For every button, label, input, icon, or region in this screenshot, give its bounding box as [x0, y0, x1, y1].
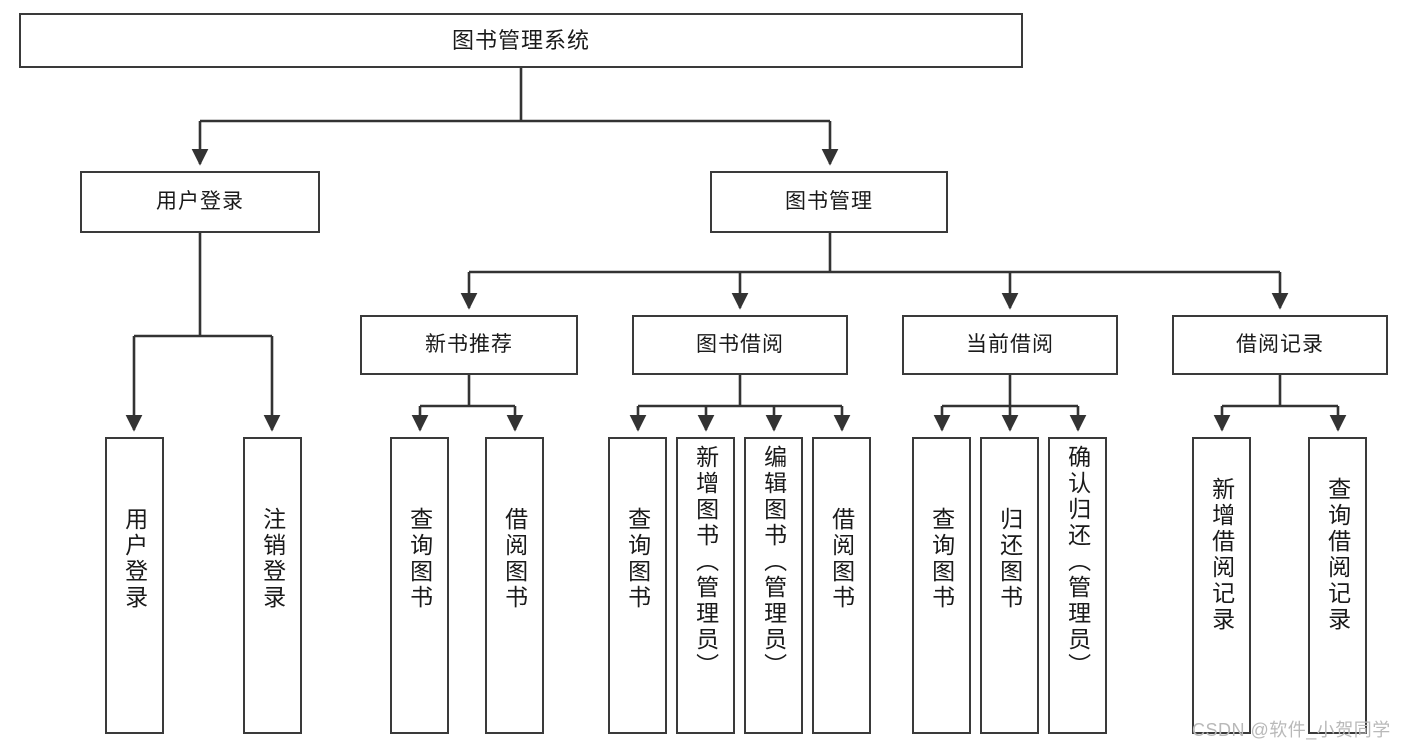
leaf-confirm-return-admin-label: 确认归还（管理员）: [1064, 445, 1091, 679]
node-borrow-record-label: 借阅记录: [1236, 332, 1324, 356]
node-user-login-label: 用户登录: [156, 189, 244, 213]
watermark: CSDN @软件_小贺同学: [1192, 720, 1391, 740]
node-borrow-record[interactable]: 借阅记录: [1172, 315, 1388, 375]
leaf-user-login-label: 用户登录: [121, 507, 148, 611]
node-book-management-label: 图书管理: [785, 189, 873, 213]
leaf-query-borrow-record-label: 查询借阅记录: [1324, 477, 1351, 633]
leaf-add-borrow-record-label: 新增借阅记录: [1208, 477, 1235, 633]
leaf-query-book-current[interactable]: 查询图书: [912, 437, 971, 734]
node-current-borrow[interactable]: 当前借阅: [902, 315, 1118, 375]
leaf-add-borrow-record[interactable]: 新增借阅记录: [1192, 437, 1251, 734]
node-root-label: 图书管理系统: [451, 27, 590, 53]
leaf-confirm-return-admin[interactable]: 确认归还（管理员）: [1048, 437, 1107, 734]
leaf-query-book-recommend-label: 查询图书: [406, 507, 433, 611]
node-root[interactable]: 图书管理系统: [19, 13, 1023, 68]
leaf-logout-label: 注销登录: [259, 507, 286, 611]
node-book-management[interactable]: 图书管理: [710, 171, 948, 233]
leaf-user-login[interactable]: 用户登录: [105, 437, 164, 734]
leaf-add-book-admin[interactable]: 新增图书（管理员）: [676, 437, 735, 734]
leaf-add-book-admin-label: 新增图书（管理员）: [692, 445, 719, 679]
leaf-borrow-book-recommend-label: 借阅图书: [501, 507, 528, 611]
leaf-return-book[interactable]: 归还图书: [980, 437, 1039, 734]
leaf-query-book-current-label: 查询图书: [928, 507, 955, 611]
node-user-login[interactable]: 用户登录: [80, 171, 320, 233]
leaf-query-book-borrow-label: 查询图书: [624, 507, 651, 611]
leaf-edit-book-admin-label: 编辑图书（管理员）: [760, 445, 787, 679]
node-book-borrow[interactable]: 图书借阅: [632, 315, 848, 375]
leaf-query-book-recommend[interactable]: 查询图书: [390, 437, 449, 734]
node-new-book-recommend-label: 新书推荐: [425, 332, 513, 356]
leaf-edit-book-admin[interactable]: 编辑图书（管理员）: [744, 437, 803, 734]
leaf-logout[interactable]: 注销登录: [243, 437, 302, 734]
node-new-book-recommend[interactable]: 新书推荐: [360, 315, 578, 375]
leaf-borrow-book-label: 借阅图书: [828, 507, 855, 611]
leaf-query-borrow-record[interactable]: 查询借阅记录: [1308, 437, 1367, 734]
node-current-borrow-label: 当前借阅: [966, 332, 1054, 356]
leaf-borrow-book[interactable]: 借阅图书: [812, 437, 871, 734]
node-book-borrow-label: 图书借阅: [696, 332, 784, 356]
leaf-borrow-book-recommend[interactable]: 借阅图书: [485, 437, 544, 734]
leaf-query-book-borrow[interactable]: 查询图书: [608, 437, 667, 734]
leaf-return-book-label: 归还图书: [996, 507, 1023, 611]
